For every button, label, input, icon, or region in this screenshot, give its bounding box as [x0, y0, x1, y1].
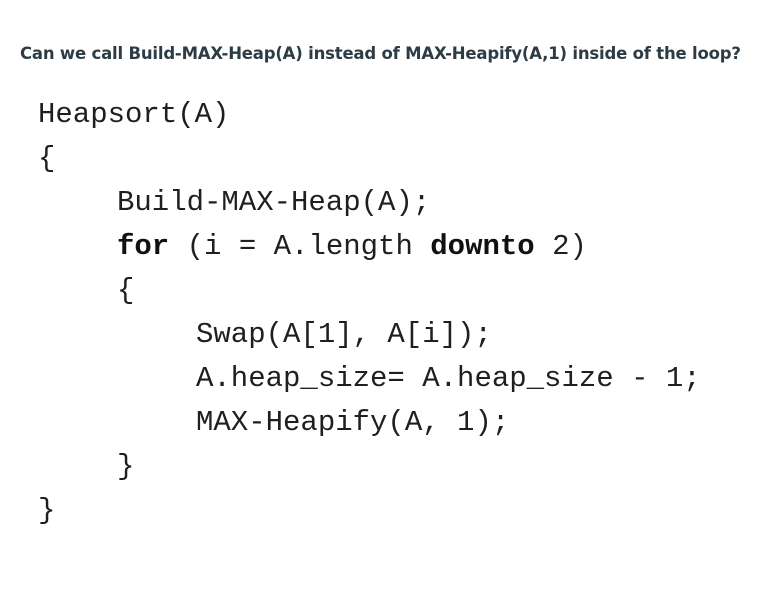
heap-size-decrement: A.heap_size= A.heap_size - 1; — [196, 362, 701, 395]
for-loop-header: for (i = A.length downto 2) — [117, 230, 587, 264]
question-text: Can we call Build-MAX-Heap(A) instead of… — [20, 44, 741, 63]
loop-close-brace: } — [117, 450, 135, 483]
function-open-brace: { — [38, 142, 56, 175]
heapify-call: MAX-Heapify(A, 1); — [196, 406, 510, 439]
for-init: (i = A.length — [169, 230, 431, 263]
build-heap-call: Build-MAX-Heap(A); — [117, 186, 431, 219]
downto-keyword: downto — [430, 230, 535, 263]
for-end: 2) — [534, 230, 587, 263]
function-signature: Heapsort(A) — [38, 98, 230, 131]
swap-call: Swap(A[1], A[i]); — [196, 318, 492, 351]
for-keyword: for — [117, 230, 170, 263]
loop-open-brace: { — [117, 274, 135, 307]
function-close-brace: } — [38, 494, 56, 527]
